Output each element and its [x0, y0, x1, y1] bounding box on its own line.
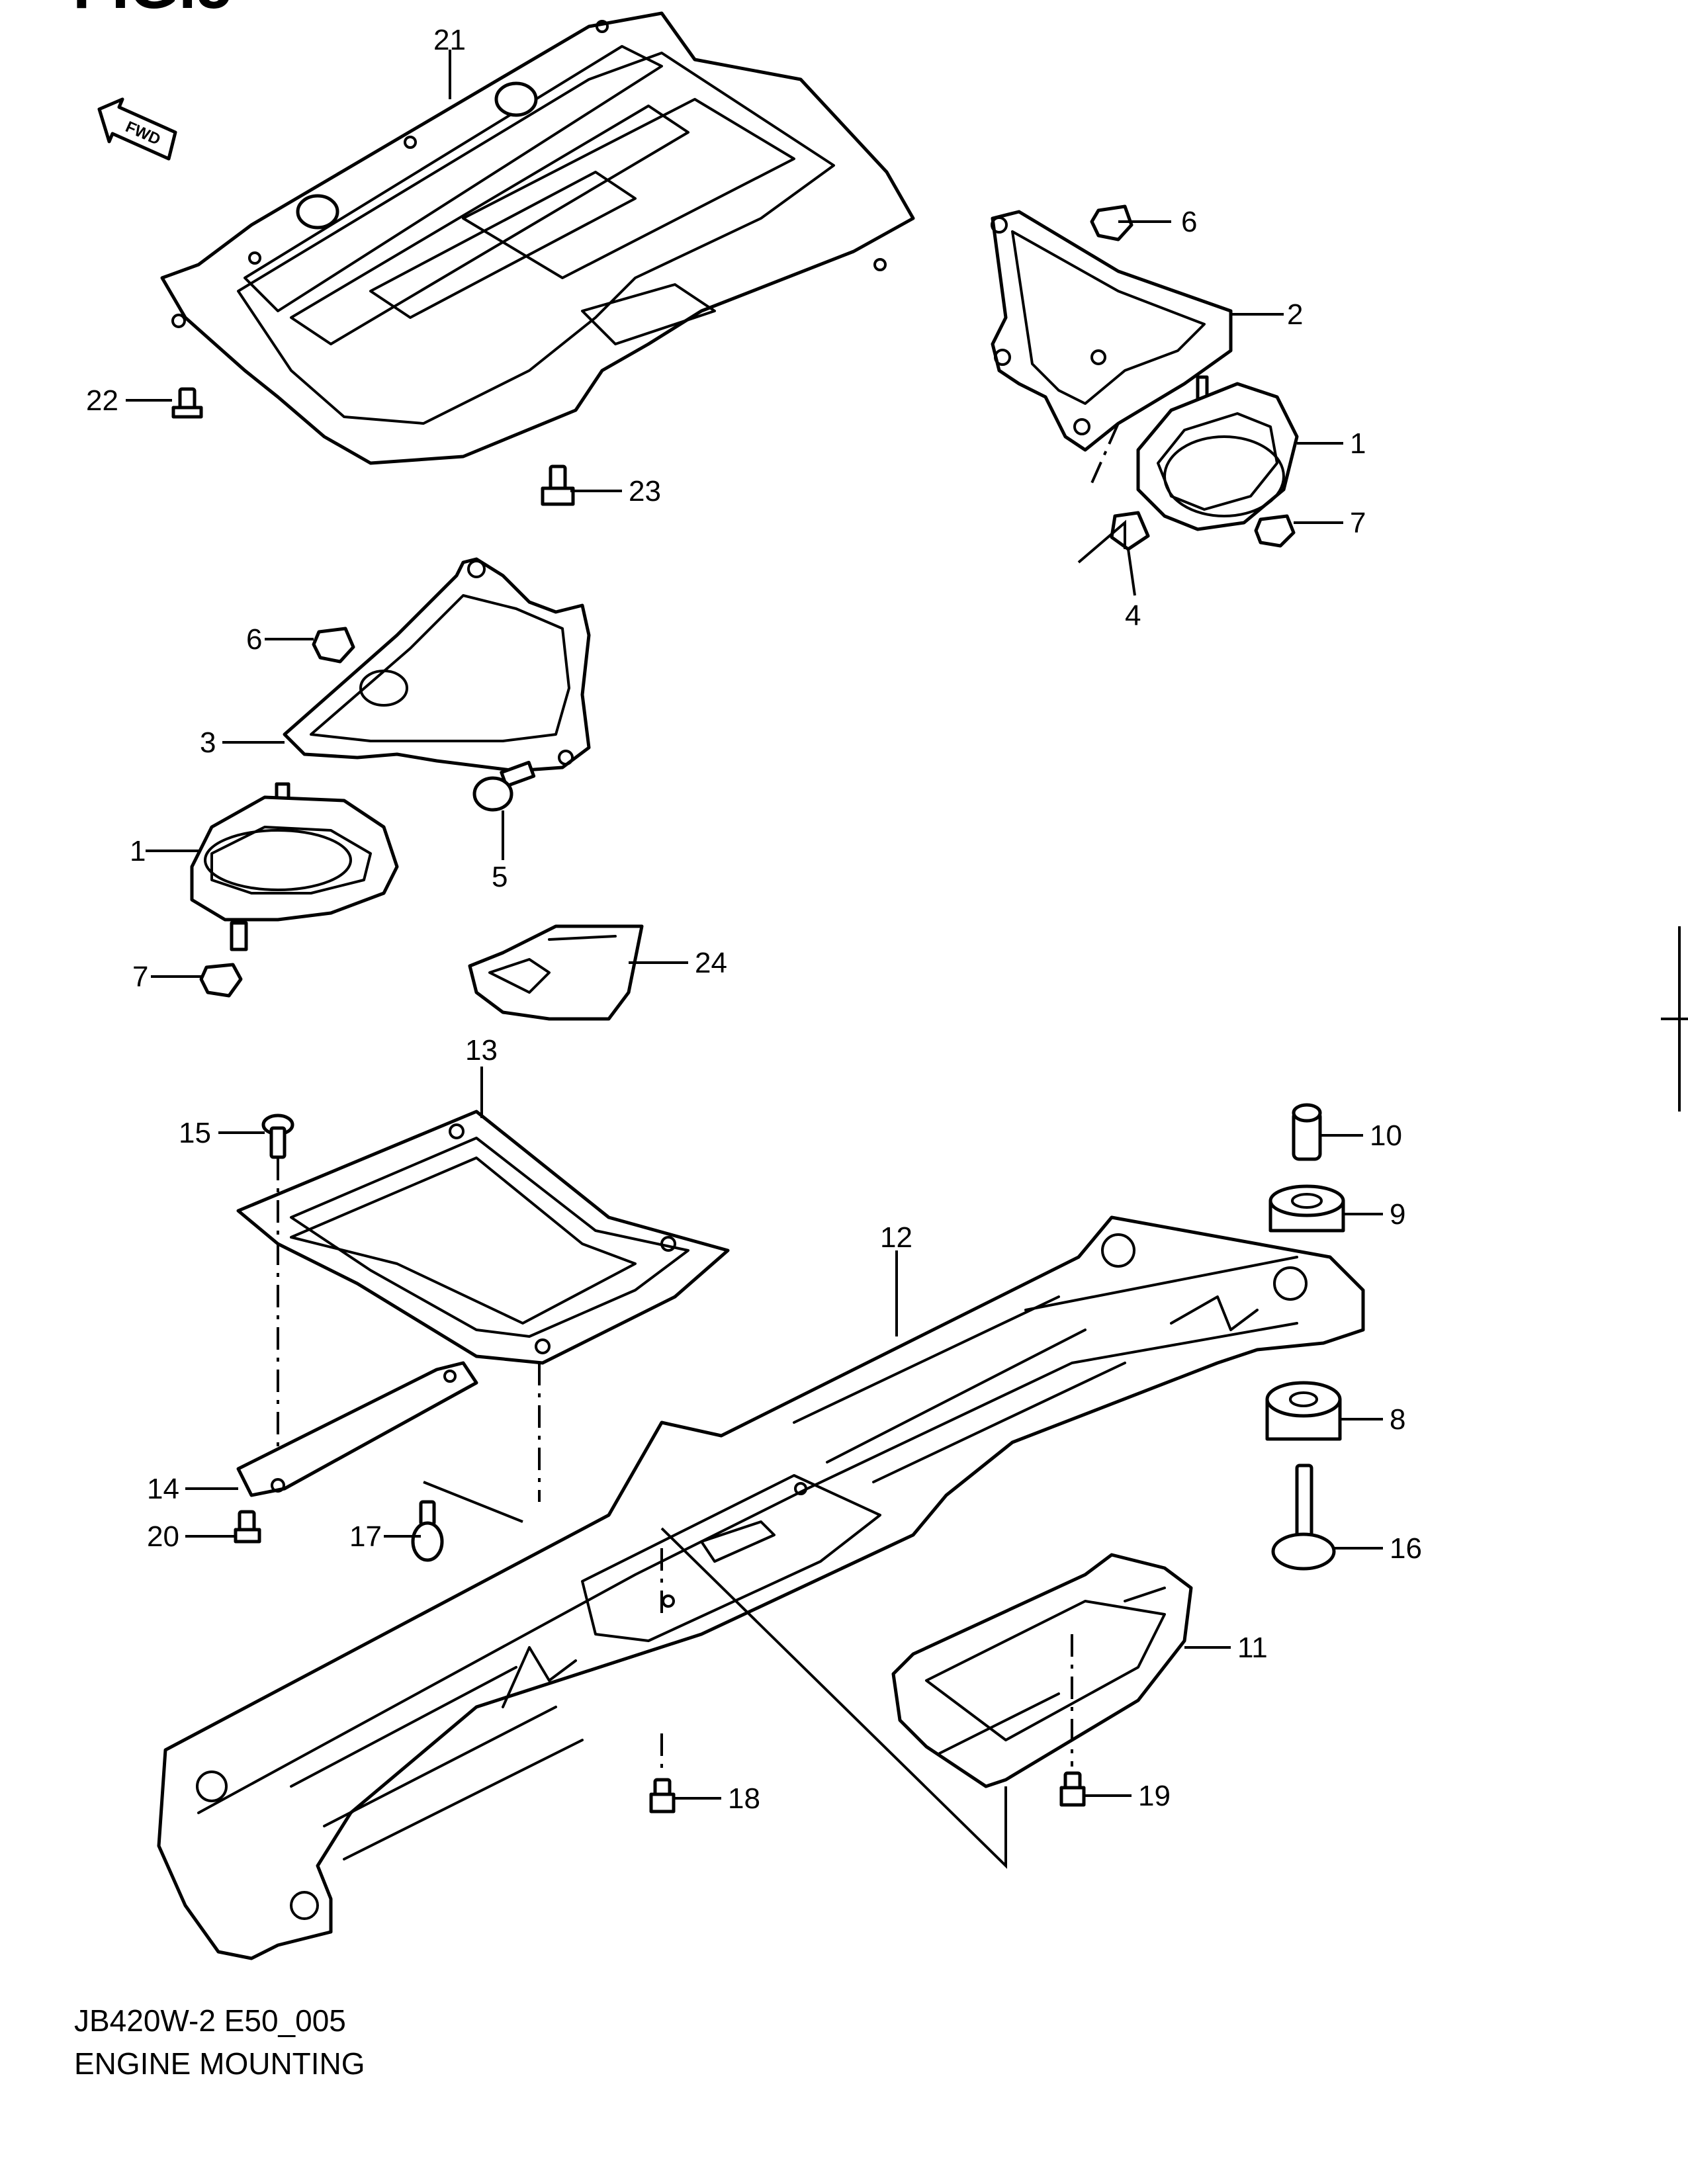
part-22-bolt — [171, 387, 203, 419]
part-7-nut-left — [199, 963, 243, 998]
part-6-nut-right — [1090, 204, 1133, 241]
callout-7-left: 7 — [132, 961, 148, 993]
callout-11: 11 — [1237, 1632, 1268, 1664]
callout-labels: 21 6 2 1 7 4 22 23 6 3 1 5 7 24 13 15 10… — [86, 24, 1422, 1815]
part-14-strap — [236, 1361, 478, 1497]
part-21-under-cover — [160, 11, 915, 465]
callout-6-right: 6 — [1181, 206, 1197, 238]
part-12-skid-plate — [157, 1215, 1365, 1960]
part-20-bolt — [234, 1510, 261, 1544]
callout-18: 18 — [728, 1782, 760, 1815]
callout-13: 13 — [465, 1034, 498, 1067]
part-1-mount-left — [190, 782, 399, 951]
margin-marks — [1661, 926, 1688, 1112]
callout-10: 10 — [1370, 1119, 1402, 1152]
callout-8: 8 — [1390, 1403, 1405, 1436]
part-13-frame-plate — [236, 1110, 730, 1365]
callout-20: 20 — [147, 1520, 179, 1553]
part-15-bolt — [261, 1114, 294, 1159]
part-1-mount-right — [1136, 375, 1299, 531]
callout-1-left: 1 — [130, 835, 146, 867]
part-5-bolt — [472, 760, 536, 812]
callout-16: 16 — [1390, 1532, 1422, 1565]
part-19-bolt — [1059, 1771, 1086, 1807]
callout-19: 19 — [1138, 1780, 1171, 1812]
callout-23: 23 — [629, 475, 661, 507]
callout-12: 12 — [880, 1221, 912, 1254]
part-17-bolt — [411, 1500, 444, 1562]
callout-9: 9 — [1390, 1198, 1405, 1231]
callout-2: 2 — [1287, 298, 1303, 331]
callout-21: 21 — [433, 24, 466, 56]
part-2-bracket — [991, 210, 1233, 452]
part-8-cushion — [1265, 1381, 1342, 1441]
callout-6-left: 6 — [246, 623, 262, 656]
callout-3: 3 — [200, 726, 216, 759]
part-23-bolt — [541, 464, 575, 506]
part-16-bolt — [1271, 1463, 1336, 1571]
part-7-nut-right — [1254, 514, 1296, 548]
callout-14: 14 — [147, 1473, 179, 1505]
leader-lines — [126, 50, 1383, 1800]
diagram-title: ENGINE MOUNTING — [74, 2046, 365, 2081]
part-10-collar — [1292, 1103, 1322, 1161]
part-9-cushion — [1268, 1184, 1345, 1233]
callout-7-right: 7 — [1350, 507, 1366, 539]
callout-15: 15 — [179, 1117, 211, 1149]
part-6-nut-left — [312, 627, 355, 664]
fwd-arrow-icon: FWD — [97, 97, 177, 161]
callout-5: 5 — [492, 861, 508, 893]
part-11-bracket — [891, 1553, 1193, 1788]
part-24-cover — [468, 924, 644, 1021]
part-3-bracket — [283, 557, 591, 773]
figure-title: FIG.5 — [73, 0, 232, 22]
callout-4: 4 — [1125, 599, 1141, 632]
callout-1-right: 1 — [1350, 427, 1366, 460]
diagram-code: JB420W-2 E50_005 — [74, 2003, 346, 2038]
part-18-bolt — [649, 1778, 676, 1813]
callout-24: 24 — [695, 947, 727, 979]
callout-17: 17 — [349, 1520, 382, 1553]
callout-22: 22 — [86, 384, 118, 417]
